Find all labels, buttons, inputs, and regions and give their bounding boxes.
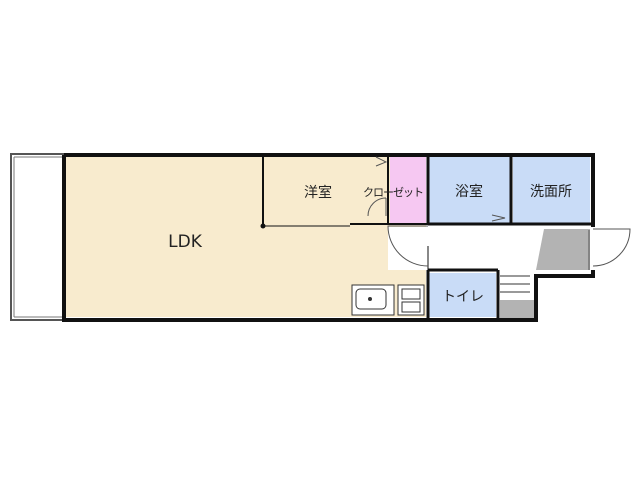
ldk-label: LDK [168,232,203,252]
column-dot [260,223,266,229]
bathroom-room [429,157,510,223]
toilet-room [429,273,496,317]
door-swings [367,156,631,270]
kitchen-stove [397,284,425,316]
kitchen-sink [351,284,395,316]
toilet-label: トイレ [442,289,484,305]
washroom-room [513,157,590,223]
entrance-hall [388,227,426,270]
exterior-walls [62,153,595,322]
bathroom-label: 浴室 [455,183,483,200]
storage-area [536,229,590,270]
storage-area [500,300,534,318]
western-room-label: 洋室 [304,184,332,201]
closet-room [390,157,426,223]
washroom-label: 洗面所 [530,184,572,200]
closet-label: クローゼット [363,186,423,199]
interior-walls [262,155,593,320]
balcony [10,153,64,321]
entrance-steps [500,275,530,293]
